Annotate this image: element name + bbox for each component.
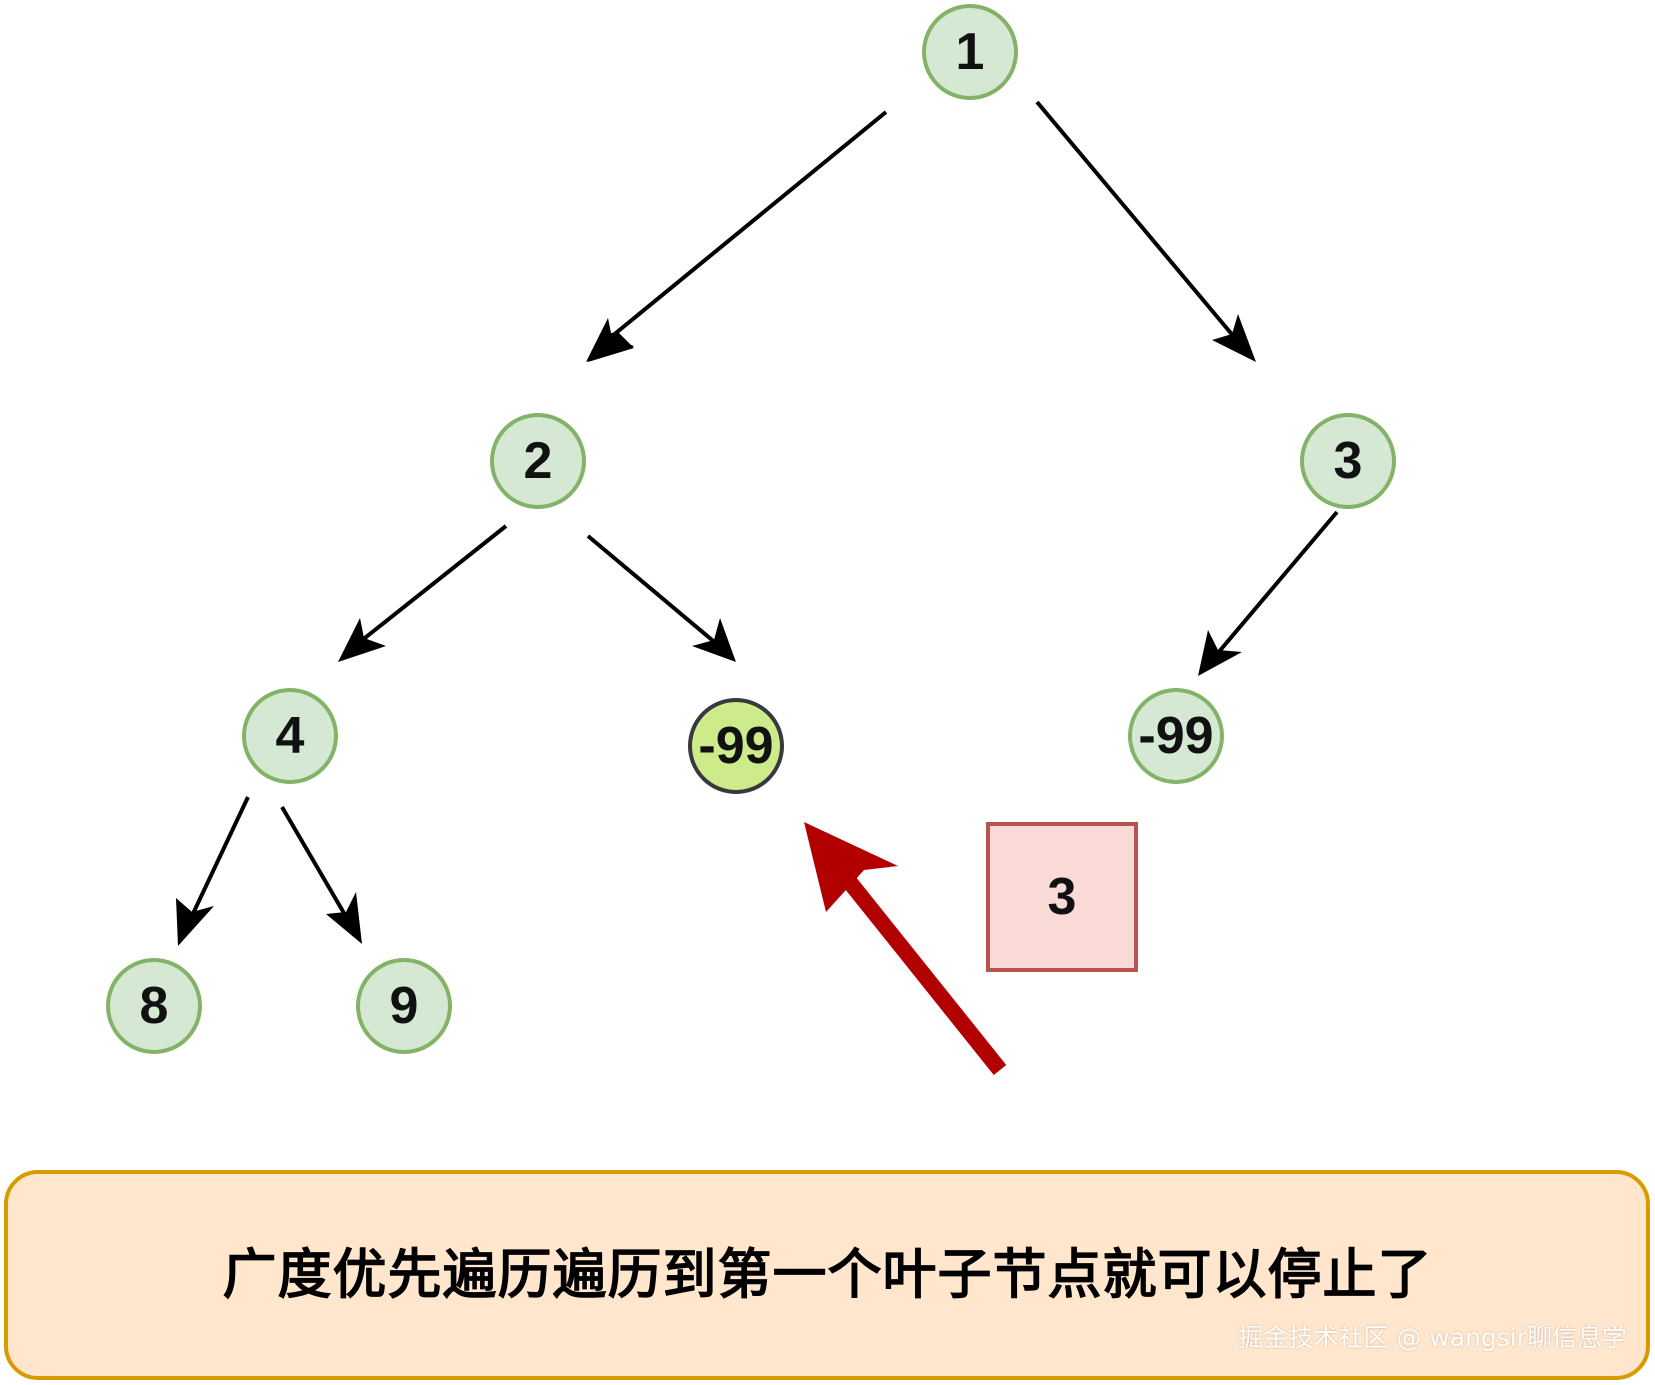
edge-4-to-9 (280, 805, 350, 922)
queue-box: 3 (986, 822, 1138, 972)
edge-1-to-3 (1035, 100, 1242, 346)
arrowhead-4-to-9-shape (326, 892, 362, 944)
arrowhead-2-to-neg99-shape (692, 618, 736, 662)
tree-node-level2-c: -99 (1128, 688, 1224, 784)
watermark-text: 掘金技术社区 @ wangsir聊信息学 (1238, 1323, 1627, 1352)
arrowhead-2-to-4-shape (338, 618, 386, 662)
caption-text: 广度优先遍历遍历到第一个叶子节点就可以停止了 (222, 1243, 1433, 1306)
pointer-arrow-shaft (833, 865, 1007, 1075)
arrowhead-3-to-neg99-shape (1198, 630, 1242, 676)
tree-node-level1-right: 3 (1300, 413, 1396, 509)
edge-1-to-2 (598, 110, 888, 348)
tree-node-root: 1 (922, 4, 1018, 100)
caption-box (4, 1170, 1650, 1380)
arrowhead-1-to-2-shape (586, 318, 634, 362)
tree-node-level1-left: 2 (490, 413, 586, 509)
pointer-arrow-head (804, 822, 898, 912)
tree-node-level3-b: 9 (356, 958, 452, 1054)
arrowhead-4-to-8-shape (176, 898, 214, 946)
tree-node-level2-b-highlighted: -99 (688, 698, 784, 794)
tree-node-level2-a: 4 (242, 688, 338, 784)
edge-3-to-neg99-right (1210, 510, 1339, 662)
edge-4-to-8 (188, 796, 250, 921)
arrowhead-1-to-3-shape (1212, 314, 1256, 362)
tree-node-level3-a: 8 (106, 958, 202, 1054)
edge-2-to-4 (354, 524, 508, 647)
edge-2-to-neg99-left (586, 534, 720, 647)
